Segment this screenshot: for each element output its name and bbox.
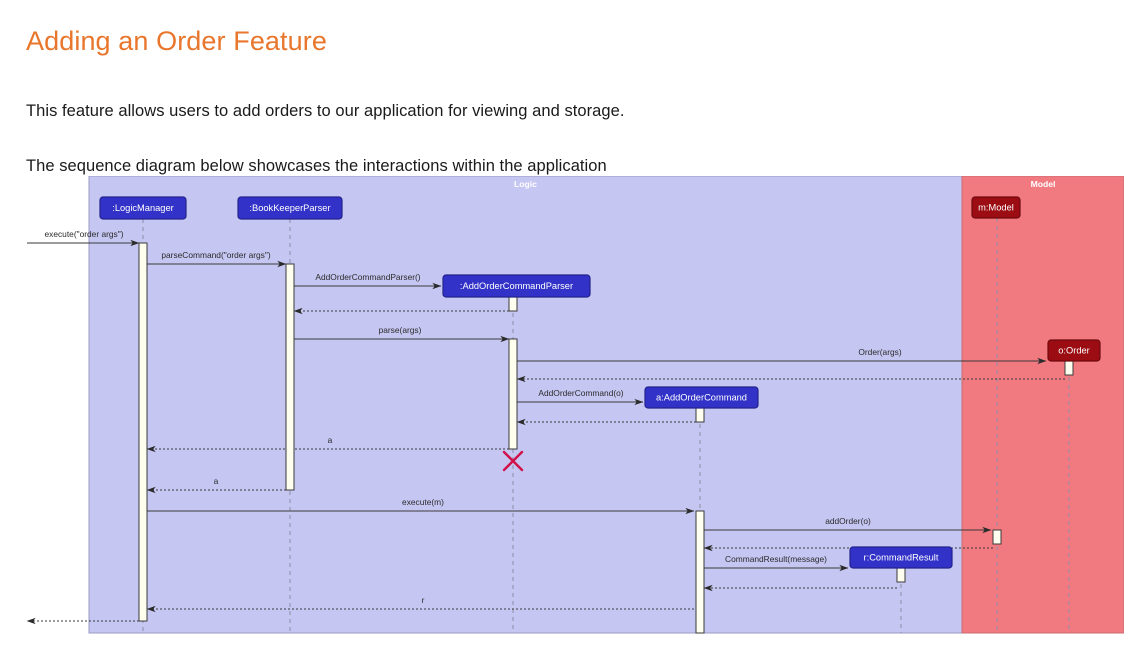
message-label-m1: execute("order args") bbox=[44, 229, 123, 239]
activation-bar-bookkeeperparser-1 bbox=[285, 263, 295, 491]
group-band-model bbox=[961, 176, 1124, 634]
participant-box-model[interactable] bbox=[971, 196, 1021, 219]
diagram-destroy-markers bbox=[502, 450, 524, 472]
participant-label-order: o:Order bbox=[1058, 345, 1090, 355]
participant-box-addordercommand[interactable] bbox=[644, 386, 759, 409]
message-label-m10: a bbox=[328, 435, 333, 445]
diagram-participant-boxes: :LogicManager :BookKeeperParser :AddOrderC… bbox=[99, 196, 1101, 569]
sequence-diagram: Logic Model :LogicManager :BookKeeperParse… bbox=[0, 176, 1124, 636]
participant-label-logicmanager: :LogicManager bbox=[112, 203, 174, 213]
message-label-m13: addOrder(o) bbox=[825, 516, 871, 526]
activation-bar-addordercommand-5 bbox=[695, 510, 705, 634]
activation-bar-addordercommandparser-3 bbox=[508, 338, 518, 450]
participant-label-commandresult: r:CommandResult bbox=[864, 552, 939, 562]
message-label-m11: a bbox=[214, 476, 219, 486]
message-label-m8: AddOrderCommand(o) bbox=[538, 388, 623, 398]
diagram-messages bbox=[26, 239, 1065, 625]
participant-box-order[interactable] bbox=[1047, 339, 1101, 362]
group-label-logic: Logic bbox=[514, 179, 537, 189]
message-label-m2: parseCommand("order args") bbox=[161, 250, 270, 260]
sequence-diagram-canvas: Logic Model :LogicManager :BookKeeperParse… bbox=[26, 176, 1124, 634]
participant-label-addordercommandparser: :AddOrderCommandParser bbox=[460, 281, 573, 291]
message-label-m5: parse(args) bbox=[379, 325, 422, 335]
participant-box-logicmanager[interactable] bbox=[99, 196, 187, 220]
destroy-marker-addordercommandparser bbox=[502, 450, 524, 472]
group-band-logic bbox=[88, 176, 963, 634]
intro-paragraph-2: The sequence diagram below showcases the… bbox=[26, 156, 607, 175]
participant-label-addordercommand: a:AddOrderCommand bbox=[656, 392, 747, 402]
activation-bar-model-7 bbox=[992, 529, 1002, 545]
page-title: Adding an Order Feature bbox=[26, 26, 327, 57]
activation-bar-logicmanager-0 bbox=[138, 242, 148, 622]
activation-bar-addordercommandparser-2 bbox=[508, 296, 518, 312]
participant-box-commandresult[interactable] bbox=[849, 546, 953, 569]
diagram-message-labels: execute("order args") parseCommand("order… bbox=[44, 229, 901, 605]
message-label-m3: AddOrderCommandParser() bbox=[315, 272, 420, 282]
activation-bar-order-8 bbox=[1064, 360, 1074, 376]
message-label-m12: execute(m) bbox=[402, 497, 444, 507]
group-label-model: Model bbox=[1031, 179, 1056, 189]
activation-bar-commandresult-6 bbox=[896, 567, 906, 583]
participant-box-addordercommandparser[interactable] bbox=[442, 274, 591, 298]
intro-paragraph-1: This feature allows users to add orders … bbox=[26, 101, 625, 120]
participant-label-model: m:Model bbox=[978, 202, 1014, 212]
message-label-m15: CommandResult(message) bbox=[725, 554, 827, 564]
diagram-activations bbox=[138, 242, 1074, 634]
participant-label-bookkeeperparser: :BookKeeperParser bbox=[249, 203, 330, 213]
message-label-m17: r bbox=[422, 595, 425, 605]
diagram-group-bands: Logic Model bbox=[88, 176, 1124, 634]
message-label-m6: Order(args) bbox=[858, 347, 901, 357]
participant-box-bookkeeperparser[interactable] bbox=[237, 196, 343, 220]
activation-bar-addordercommand-4 bbox=[695, 407, 705, 423]
